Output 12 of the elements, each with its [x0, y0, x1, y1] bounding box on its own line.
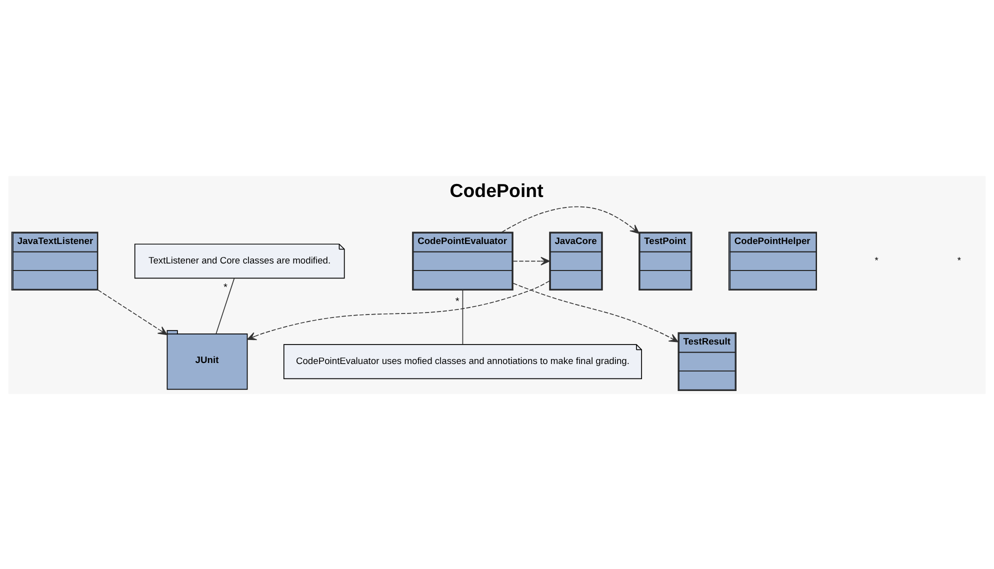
arrow — [247, 280, 550, 340]
arrow — [502, 206, 640, 234]
label: * — [874, 255, 878, 266]
edge-label: * — [455, 296, 460, 308]
diagram-title: CodePoint — [450, 179, 544, 200]
connector — [462, 289, 464, 344]
label: * — [957, 255, 962, 266]
connector — [216, 277, 235, 334]
edge-label: * — [224, 282, 228, 293]
arrow — [512, 256, 550, 265]
arrow — [98, 289, 168, 335]
arrow — [512, 282, 678, 342]
